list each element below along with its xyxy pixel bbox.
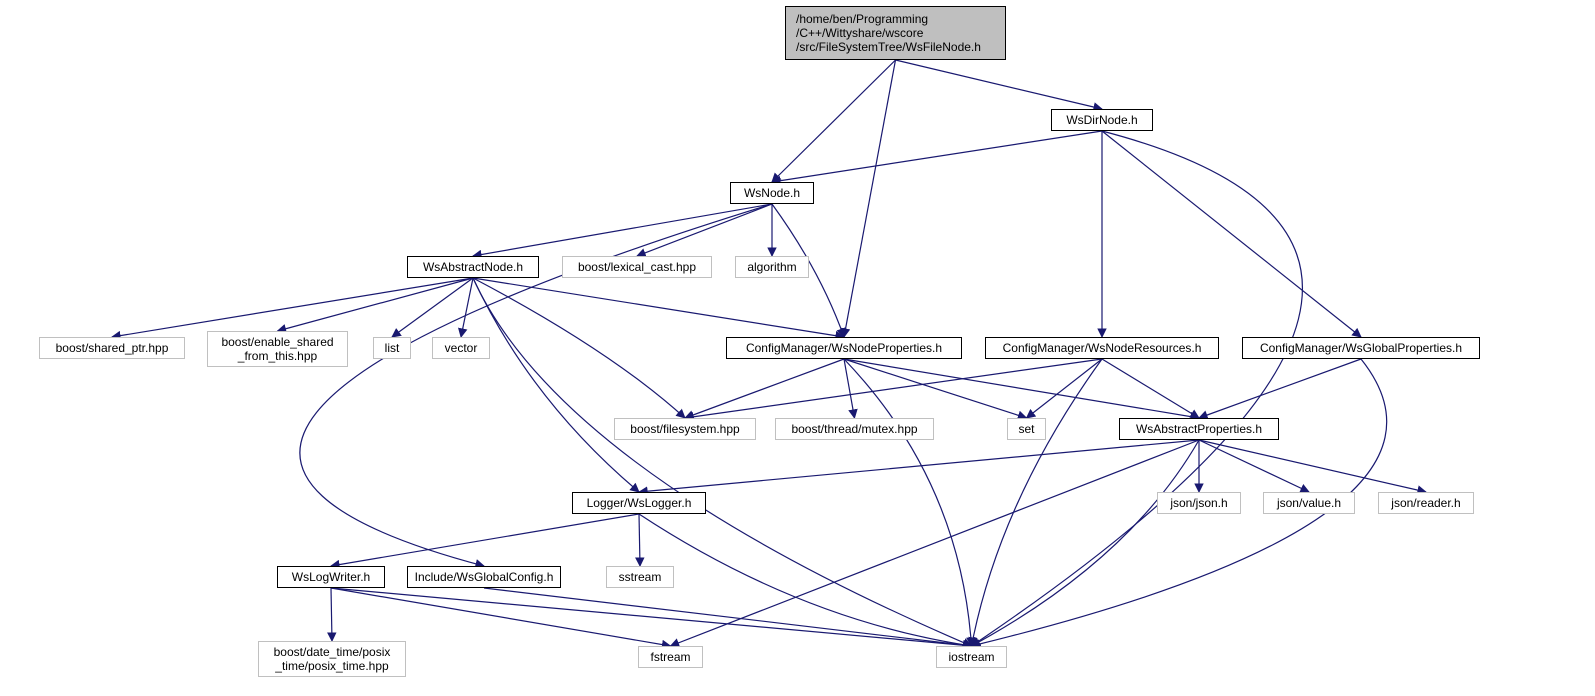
edge-absprops-to-json_reader <box>1198 439 1427 495</box>
edge-wsabstractnode-to-filesystem <box>472 277 686 419</box>
node-enable-shared-from-this[interactable]: boost/enable_shared _from_this.hpp <box>207 331 348 367</box>
node-wsglobalconfig[interactable]: Include/WsGlobalConfig.h <box>407 566 561 588</box>
node-boost-thread-mutex[interactable]: boost/thread/mutex.hpp <box>775 418 934 440</box>
edge-wsfilenode-to-wsdirnode <box>895 59 1103 112</box>
node-list[interactable]: list <box>373 337 411 359</box>
node-wsdirnode[interactable]: WsDirNode.h <box>1051 109 1153 131</box>
node-json-value[interactable]: json/value.h <box>1263 492 1355 514</box>
node-json-reader[interactable]: json/reader.h <box>1378 492 1474 514</box>
node-wsabstractproperties[interactable]: WsAbstractProperties.h <box>1119 418 1279 440</box>
edge-globalconfig-to-iostream <box>483 587 973 650</box>
edge-wsabstractnode-to-list <box>391 277 474 338</box>
node-wsnode[interactable]: WsNode.h <box>730 182 814 204</box>
node-wsnoderesources[interactable]: ConfigManager/WsNodeResources.h <box>985 337 1219 359</box>
node-iostream[interactable]: iostream <box>936 646 1007 668</box>
node-lexical-cast[interactable]: boost/lexical_cast.hpp <box>562 256 712 278</box>
edge-wsdirnode-to-globalprops <box>1101 130 1362 338</box>
edge-wsabstractnode-to-iostream <box>472 277 973 648</box>
edge-wsnode-to-lexical_cast <box>636 203 773 258</box>
edge-nodeprops-to-set <box>843 358 1028 420</box>
node-algorithm[interactable]: algorithm <box>735 256 809 278</box>
node-wsglobalproperties[interactable]: ConfigManager/WsGlobalProperties.h <box>1242 337 1480 359</box>
edge-wsnode-to-wsabstractnode <box>472 203 773 260</box>
edge-absprops-to-iostream <box>970 439 1200 647</box>
edge-nodeprops-to-iostream <box>843 358 976 647</box>
node-posix-time[interactable]: boost/date_time/posix _time/posix_time.h… <box>258 641 406 677</box>
edge-absprops-to-logger <box>638 439 1200 496</box>
edge-wsfilenode-to-wsnode <box>771 59 896 183</box>
edge-wsabstractnode-to-enable_shared <box>276 277 474 334</box>
node-vector[interactable]: vector <box>432 337 490 359</box>
edge-wsnode-to-nodeprops <box>771 203 846 338</box>
edge-noderes-to-absprops <box>1101 358 1200 419</box>
edge-logger-to-iostream <box>638 513 973 650</box>
node-wsnodeproperties[interactable]: ConfigManager/WsNodeProperties.h <box>726 337 962 359</box>
edge-wsabstractnode-to-shared_ptr <box>111 277 474 341</box>
edge-globalprops-to-absprops <box>1198 358 1362 420</box>
edge-wsabstractnode-to-nodeprops <box>472 277 845 341</box>
node-shared-ptr[interactable]: boost/shared_ptr.hpp <box>39 337 185 359</box>
edge-wsabstractnode-to-logger <box>472 277 640 493</box>
edge-noderes-to-set <box>1025 358 1103 419</box>
edge-logger-to-logwriter <box>330 513 640 570</box>
edge-noderes-to-iostream <box>968 358 1103 647</box>
node-wslogger[interactable]: Logger/WsLogger.h <box>572 492 706 514</box>
node-wsfilenode[interactable]: /home/ben/Programming /C++/Wittyshare/ws… <box>785 6 1006 60</box>
edge-nodeprops-to-absprops <box>843 358 1200 422</box>
node-sstream[interactable]: sstream <box>606 566 674 588</box>
edge-logwriter-to-fstream <box>330 587 672 650</box>
node-fstream[interactable]: fstream <box>638 646 703 668</box>
edge-nodeprops-to-filesystem <box>684 358 845 420</box>
edge-nodeprops-to-mutex <box>843 358 858 419</box>
edge-absprops-to-json_value <box>1198 439 1310 493</box>
edge-noderes-to-filesystem <box>684 358 1103 422</box>
edge-wsabstractnode-to-vector <box>458 277 474 338</box>
edge-wsdirnode-to-iostream <box>970 130 1304 647</box>
edge-wsfilenode-to-nodeprops <box>840 59 897 338</box>
edge-wsdirnode-to-wsnode <box>771 130 1103 186</box>
edge-logwriter-to-iostream <box>330 587 973 651</box>
node-set[interactable]: set <box>1007 418 1046 440</box>
node-boost-filesystem[interactable]: boost/filesystem.hpp <box>614 418 756 440</box>
edge-logger-to-sstream <box>635 513 645 567</box>
node-wsabstractnode[interactable]: WsAbstractNode.h <box>407 256 539 278</box>
node-wslogwriter[interactable]: WsLogWriter.h <box>277 566 385 588</box>
edge-absprops-to-fstream <box>669 439 1200 648</box>
edge-logwriter-to-posix_time <box>327 587 337 642</box>
node-json-json[interactable]: json/json.h <box>1157 492 1241 514</box>
